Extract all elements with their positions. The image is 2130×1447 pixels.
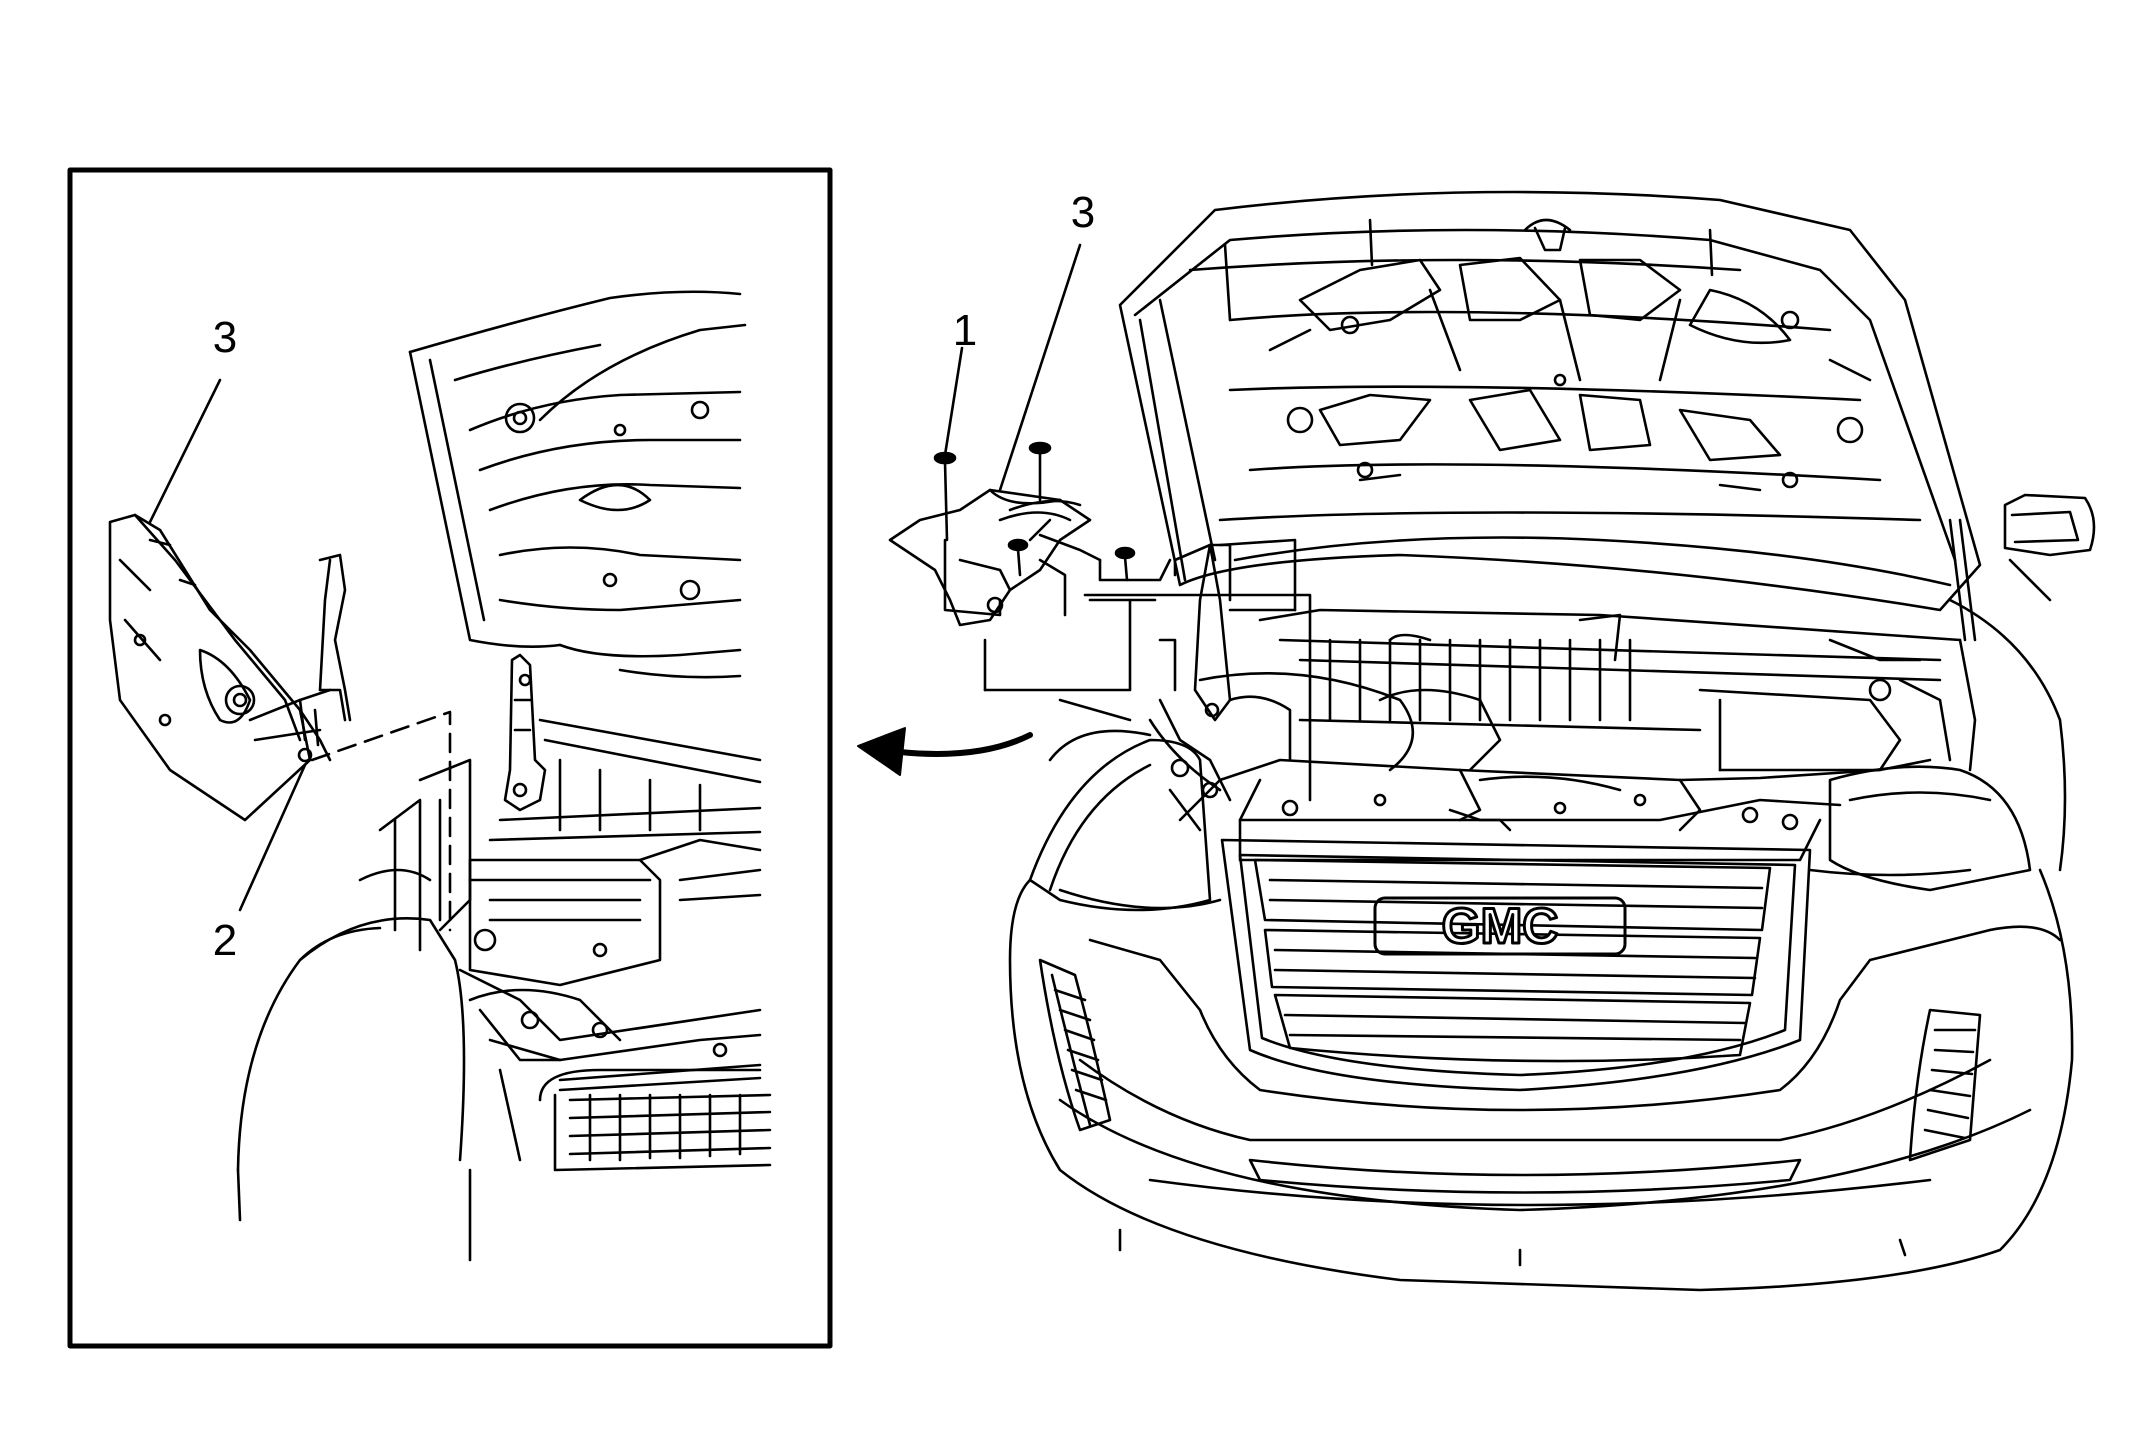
- inset-leader-fastener2: [238, 763, 307, 912]
- detail-inset: [67, 167, 833, 1349]
- gmc-emblem: [1373, 896, 1627, 956]
- vehicle-front-view: GMC: [888, 190, 2096, 1292]
- callout-inset-fastener2: 2: [213, 916, 237, 965]
- main-hood-hinge: [1148, 543, 1232, 832]
- lower-fascia: [1058, 868, 2062, 1267]
- main-closeout-panel: [888, 488, 1092, 627]
- inset-hood-hinge: [503, 653, 547, 812]
- headlamp-left: [1028, 738, 1212, 912]
- inset-leader-part3: [148, 378, 222, 524]
- hood-raised: [1118, 190, 1982, 612]
- engine-compartment: [1198, 608, 1977, 792]
- fog-lamp-left: [1038, 958, 1112, 1132]
- headlamp-right: [1828, 765, 2032, 892]
- inset-engine-bay: [358, 718, 762, 987]
- callout-main-part3: 3: [1071, 188, 1095, 237]
- main-leader-fastener1: [943, 346, 964, 457]
- body-outline: [1008, 558, 2074, 1292]
- inset-fastener-path: [310, 710, 452, 932]
- hood-prop-rod-2: [1958, 518, 1977, 642]
- inset-splash-shield: [108, 513, 352, 822]
- callout-main-fastener1: 1: [953, 306, 977, 355]
- gmc-emblem-text: GMC: [1442, 898, 1559, 954]
- hood-prop-rod: [1948, 518, 1967, 642]
- callout-inset-part3: 3: [213, 313, 237, 362]
- fog-lamp-right: [1908, 1008, 1982, 1162]
- inset-hood: [408, 290, 747, 679]
- main-leader-part3: [998, 243, 1082, 492]
- grille: [1220, 838, 1812, 1092]
- inset-frame: [67, 167, 833, 1349]
- detail-arrow: [857, 727, 1033, 776]
- main-fasteners: [933, 441, 1136, 582]
- inset-fender-bumper: [236, 917, 772, 1262]
- side-mirror: [2003, 493, 2096, 557]
